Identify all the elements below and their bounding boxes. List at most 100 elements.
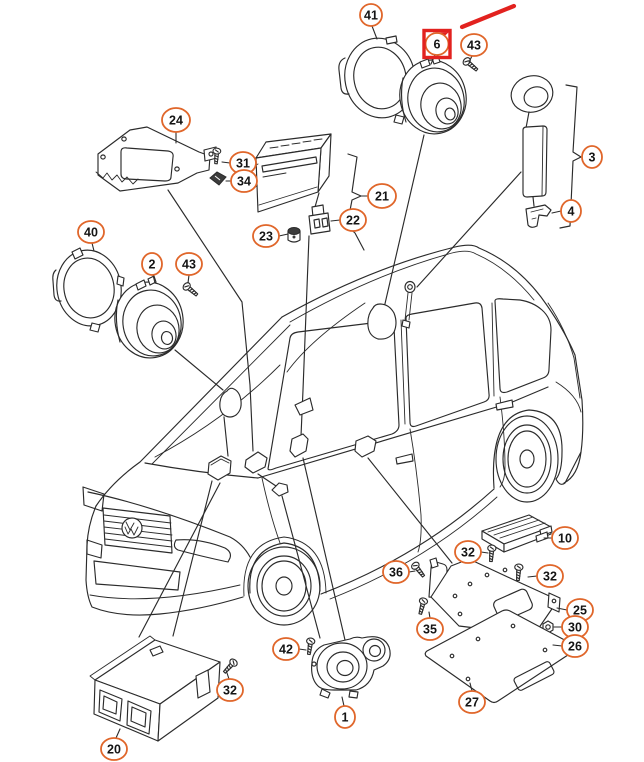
callout-10[interactable]: 10 [543,526,579,550]
screw-43-left [181,280,201,299]
callout-tick [556,607,568,611]
callout-tick [330,219,341,222]
callout-ellipse [272,637,300,661]
callout-label: 41 [364,9,378,23]
callout-26[interactable]: 26 [552,634,589,658]
leader-speaker2-to-body [174,349,224,391]
leader-body-to-bracket25 [367,457,453,564]
car-rear-hatch [547,302,581,399]
callout-32[interactable]: 32 [527,564,564,588]
car-hood-edge [87,491,251,558]
callout-label: 27 [465,696,479,710]
callout-ellipse [551,526,579,550]
car-door-handle-rear [495,399,514,411]
clip-34 [209,171,227,186]
part-tweeter-3 [510,75,554,207]
callout-ellipse [141,252,163,276]
callout-tick [480,551,489,554]
marker-roof-speaker-location [367,303,397,340]
leader-bracket24-to-body [167,189,254,452]
marker-amplifier-location [207,455,232,481]
callout-20[interactable]: 20 [100,728,128,761]
callout-tick [408,570,416,573]
callout-label: 42 [279,643,293,657]
callout-1[interactable]: 1 [334,696,356,729]
callout-3[interactable]: 3 [581,145,603,169]
callout-24[interactable]: 24 [161,107,191,144]
callout-label: 20 [107,743,121,757]
callout-label: 35 [423,623,437,637]
car-door-handle-front [395,453,414,465]
marker-radio-location [244,451,268,474]
car-rear-wheel [495,415,559,503]
callout-2[interactable]: 2 [141,252,163,284]
leader-marker-to-marker [223,416,229,457]
callout-label: 31 [236,157,250,171]
car-front-door-seam [261,477,281,544]
marker-dash-speaker-location [289,433,309,458]
callout-32[interactable]: 32 [454,540,489,564]
callout-tick [527,575,538,578]
car-front-wheel [247,546,321,626]
callout-ellipse [560,199,582,223]
marker-roof-antenna [401,280,416,329]
cap-23 [287,227,301,243]
callout-label: 40 [84,226,98,240]
callout-4[interactable]: 4 [551,199,582,223]
callout-ellipse [230,169,258,193]
callout-41[interactable]: 41 [359,3,383,40]
callout-6[interactable]: 6 [422,28,452,65]
part-center-speaker-1 [311,636,391,699]
screw-36 [409,560,428,580]
callout-ellipse [359,3,383,27]
callout-ellipse [458,690,486,714]
callout-label: 32 [223,684,237,698]
callout-35[interactable]: 35 [416,611,444,641]
callout-22[interactable]: 22 [330,208,367,232]
leader-speaker6-to-roof [383,134,425,309]
callout-ellipse [161,107,191,133]
car-grille [102,507,173,554]
car-a-pillar-inner [151,324,291,465]
callout-42[interactable]: 42 [272,637,307,661]
callout-43[interactable]: 43 [175,252,203,284]
car-c-pillar [491,302,495,397]
callout-label: 30 [568,621,582,635]
callout-27[interactable]: 27 [458,682,486,714]
callout-ellipse [416,617,444,641]
callout-label: 1 [342,711,349,725]
highlight-box [422,28,452,60]
car-headlight-near [173,539,232,563]
car-door-seam-rear [499,396,506,488]
leader-marker-to-mirrorflag [257,473,277,487]
callout-40[interactable]: 40 [77,220,105,252]
callout-label: 43 [467,39,481,53]
leader-body-to-box20-b [138,482,221,638]
callout-ellipse [216,678,244,702]
callout-label: 34 [237,175,251,189]
callout-tick [552,644,563,647]
callout-30[interactable]: 30 [553,615,589,639]
callout-tick [428,611,431,619]
callout-36[interactable]: 36 [382,560,416,584]
car-roof-rail [289,250,535,323]
callout-43[interactable]: 43 [460,33,488,63]
car-roofline [281,244,584,484]
screw-42 [304,636,316,656]
callout-34[interactable]: 34 [225,169,258,193]
car-headlight-far [82,486,105,512]
leader-radio-to-body [300,235,310,437]
marker-mirror-flag [271,482,289,497]
callout-23[interactable]: 23 [252,224,289,248]
callout-tick [91,242,95,252]
callout-32[interactable]: 32 [216,672,244,702]
callout-31[interactable]: 31 [221,151,257,175]
part-radio [252,133,332,213]
marker-sliding-door-location [354,435,377,458]
callout-21[interactable]: 21 [360,183,397,209]
callout-tick [278,233,289,237]
callout-ellipse [252,224,280,248]
part-speaker-2 [114,275,184,359]
callout-ellipse [100,737,128,761]
